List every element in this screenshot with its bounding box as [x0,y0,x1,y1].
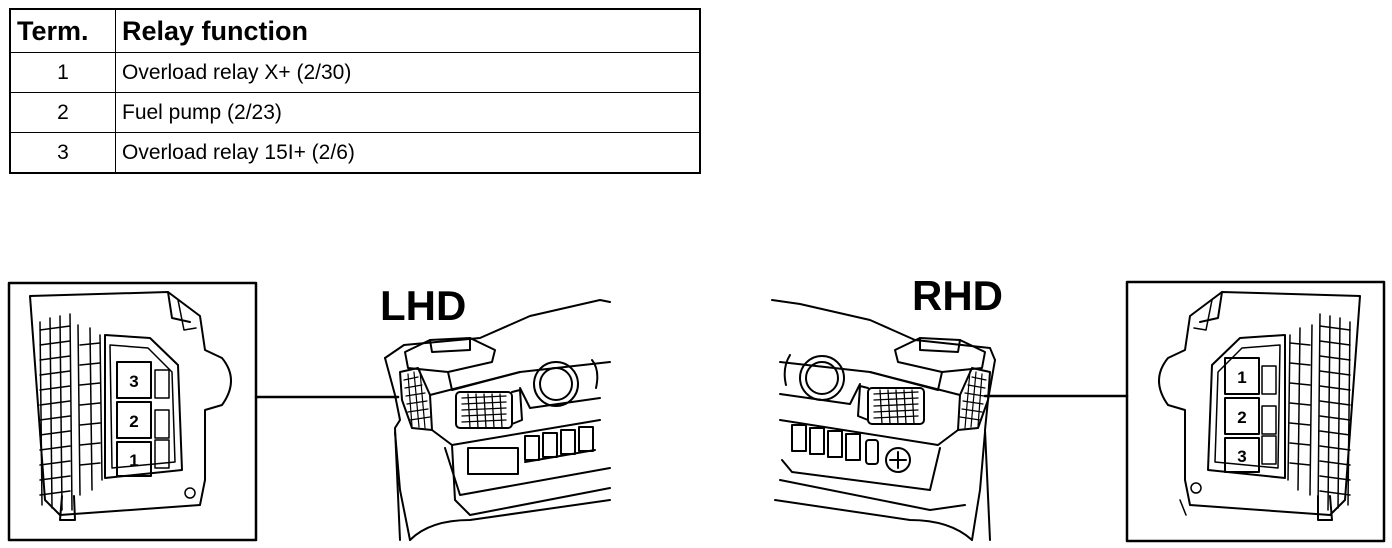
lhd-relay-number: 1 [129,451,138,470]
lhd-label: LHD [380,282,466,329]
rhd-label: RHD [912,272,1003,319]
function-cell: Fuel pump (2/23) [115,92,701,133]
rhd-relay-number: 1 [1237,368,1246,387]
header-relay-function: Relay function [115,8,701,53]
rhd-relay-number: 3 [1237,447,1246,466]
rhd-dashboard-drawing [771,299,996,541]
rhd-relay-detail [1125,280,1386,543]
term-cell: 2 [9,92,116,133]
relay-table: Term. Relay function 1 Overload relay X+… [9,8,701,174]
lhd-dashboard-drawing [384,299,611,541]
table-header-row: Term. Relay function [9,8,701,53]
table-row: 3 Overload relay 15I+ (2/6) [9,132,701,174]
rhd-relay-number: 2 [1237,408,1246,427]
lhd-relay-detail [7,281,258,542]
function-cell: Overload relay X+ (2/30) [115,52,701,93]
table-row: 1 Overload relay X+ (2/30) [9,52,701,93]
function-cell: Overload relay 15I+ (2/6) [115,132,701,174]
lhd-relay-number: 3 [129,372,138,391]
lhd-relay-number: 2 [129,412,138,431]
table-row: 2 Fuel pump (2/23) [9,92,701,133]
